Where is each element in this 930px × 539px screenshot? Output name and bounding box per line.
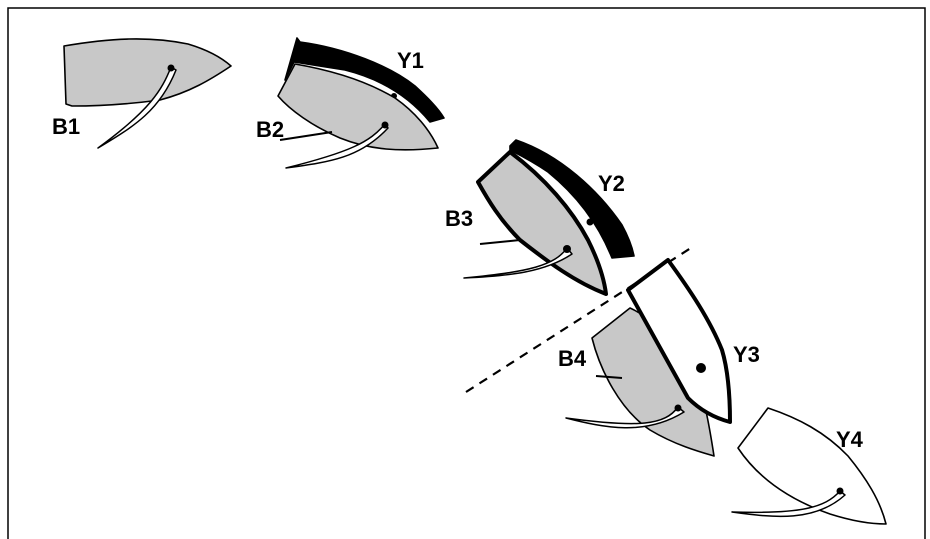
label-b3: B3 [445,206,473,231]
label-y1: Y1 [397,48,424,73]
boat-b2-mast [381,121,389,129]
boat-y3-hull [626,258,732,424]
boat-b4-tiller [595,375,623,379]
label-b2: B2 [256,117,284,142]
boat-b4-sail [565,406,685,429]
boat-b3-mast [563,245,571,253]
boat-b1 [63,38,232,149]
boat-b3-sail [463,247,573,279]
boat-b2-tiller [279,131,333,141]
boat-y2-hull [509,139,635,259]
boat-b4-mast [674,404,682,412]
boat-b1-sail [97,66,177,149]
boat-y2 [509,139,635,259]
boat-b2-hull [277,63,439,151]
diagram-frame [7,7,926,539]
boat-b1-mast [167,64,175,72]
boat-b1-hull [63,38,232,107]
boat-y4 [731,407,887,525]
boat-b3-hull [476,150,608,296]
boat-y4-hull [737,407,887,525]
boat-y3-mast [696,363,706,373]
label-y4: Y4 [836,427,864,452]
boat-b3-tiller [479,239,521,245]
boat-y3 [626,258,732,424]
label-y2: Y2 [598,171,625,196]
boat-b2-sail [285,123,389,169]
label-b1: B1 [52,114,80,139]
label-b4: B4 [558,346,587,371]
boat-b2 [277,63,439,169]
label-y3: Y3 [733,342,760,367]
boat-b3 [463,150,608,296]
boat-y4-sail [731,490,846,518]
boat-y2-mast [586,218,594,226]
boat-y1-hull [284,37,445,123]
boat-y4-mast [836,487,844,495]
